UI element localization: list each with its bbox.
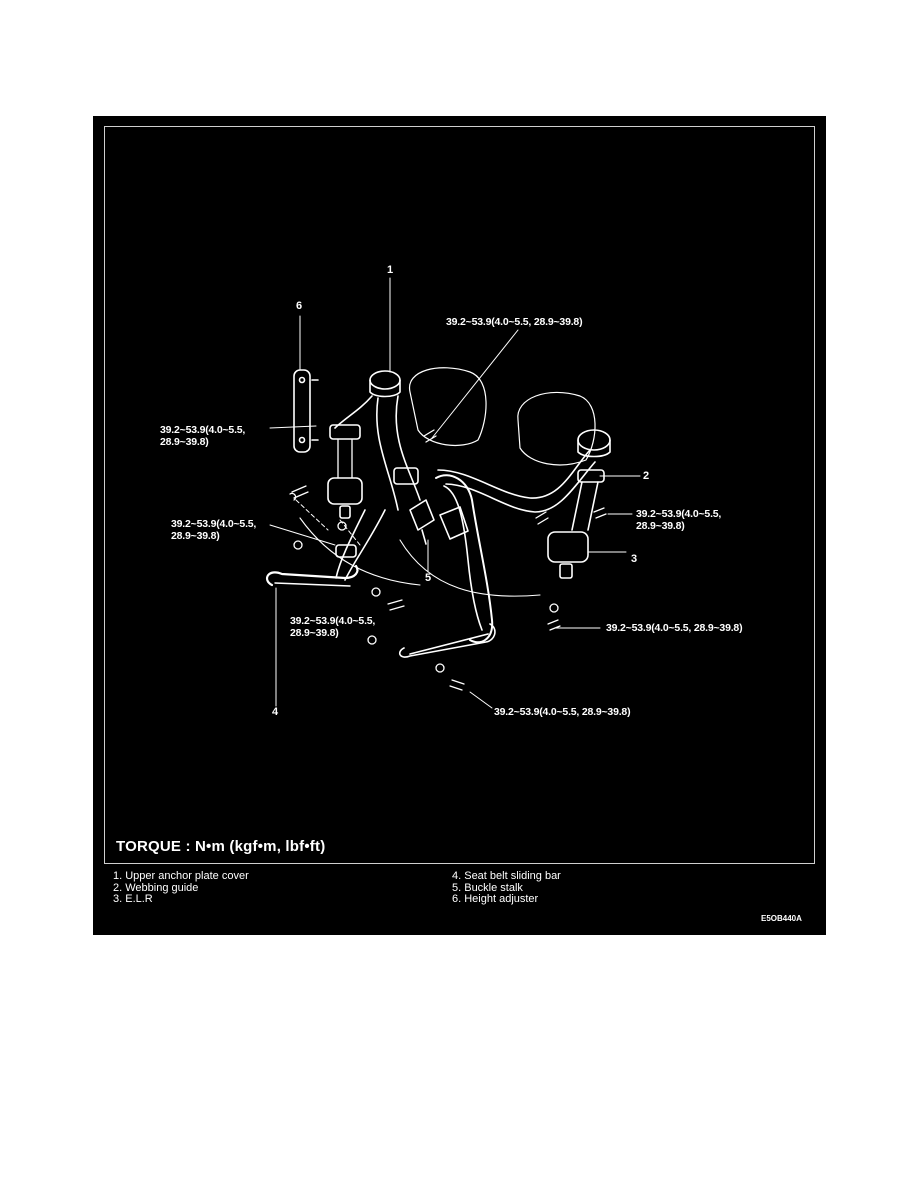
torque-label-right-lower: 39.2~53.9(4.0~5.5, 28.9~39.8) [606, 622, 743, 634]
torque-label-height-adjuster: 39.2~53.9(4.0~5.5, 28.9~39.8) [160, 424, 246, 448]
left-seat-back [409, 367, 487, 447]
diagram-frame [104, 126, 815, 864]
part-number-4: 4 [272, 706, 279, 718]
leader-lines [269, 277, 641, 709]
left-shoulder-belt [334, 395, 421, 511]
height-adjuster [293, 369, 311, 453]
torque-heading: TORQUE : N•m (kgf•m, lbf•ft) [116, 838, 326, 855]
legend-item: 1. Upper anchor plate cover [113, 870, 249, 882]
figure-code: E5OB440A [761, 914, 802, 923]
diagram-figure [93, 116, 826, 935]
torque-label-right-webbing: 39.2~53.9(4.0~5.5, 28.9~39.8) [636, 508, 722, 532]
bolts [289, 429, 607, 691]
right-shoulder-belt [437, 449, 591, 499]
right-seat-back [517, 391, 596, 466]
right-elr [547, 531, 589, 563]
legend-left: 1. Upper anchor plate cover 2. Webbing g… [113, 870, 249, 906]
seat-belt-sliding-bar [265, 564, 359, 587]
torque-label-upper: 39.2~53.9(4.0~5.5, 28.9~39.8) [446, 316, 583, 328]
legend-item: 4. Seat belt sliding bar [452, 870, 561, 882]
legend-item: 2. Webbing guide [113, 881, 199, 894]
left-belt-buckle-guide [393, 467, 419, 485]
part-number-1: 1 [387, 264, 394, 276]
upper-anchor-cover-1 [369, 370, 401, 390]
seat-cushion-left [299, 517, 421, 586]
part-number-2: 2 [643, 470, 650, 482]
legend-item: 6. Height adjuster [452, 893, 539, 905]
left-belt-guide [329, 424, 361, 440]
center-buckle [439, 506, 469, 540]
part-number-6: 6 [296, 300, 303, 312]
buckle-stalk [409, 499, 435, 531]
torque-label-left-mid: 39.2~53.9(4.0~5.5, 28.9~39.8) [171, 518, 257, 542]
part-number-5: 5 [425, 572, 432, 584]
legend-item: 5. Buckle stalk [452, 881, 523, 894]
torque-label-lower-center: 39.2~53.9(4.0~5.5, 28.9~39.8) [290, 615, 376, 639]
seat-cushion-right [399, 539, 541, 597]
left-elr [327, 477, 363, 505]
torque-label-bottom: 39.2~53.9(4.0~5.5, 28.9~39.8) [494, 706, 631, 718]
legend-item: 3. E.L.R [113, 893, 153, 905]
right-lower-anchor [398, 623, 496, 658]
legend-right: 4. Seat belt sliding bar 5. Buckle stalk… [452, 870, 561, 906]
left-lap-belt [344, 509, 386, 581]
part-number-3: 3 [631, 553, 638, 565]
